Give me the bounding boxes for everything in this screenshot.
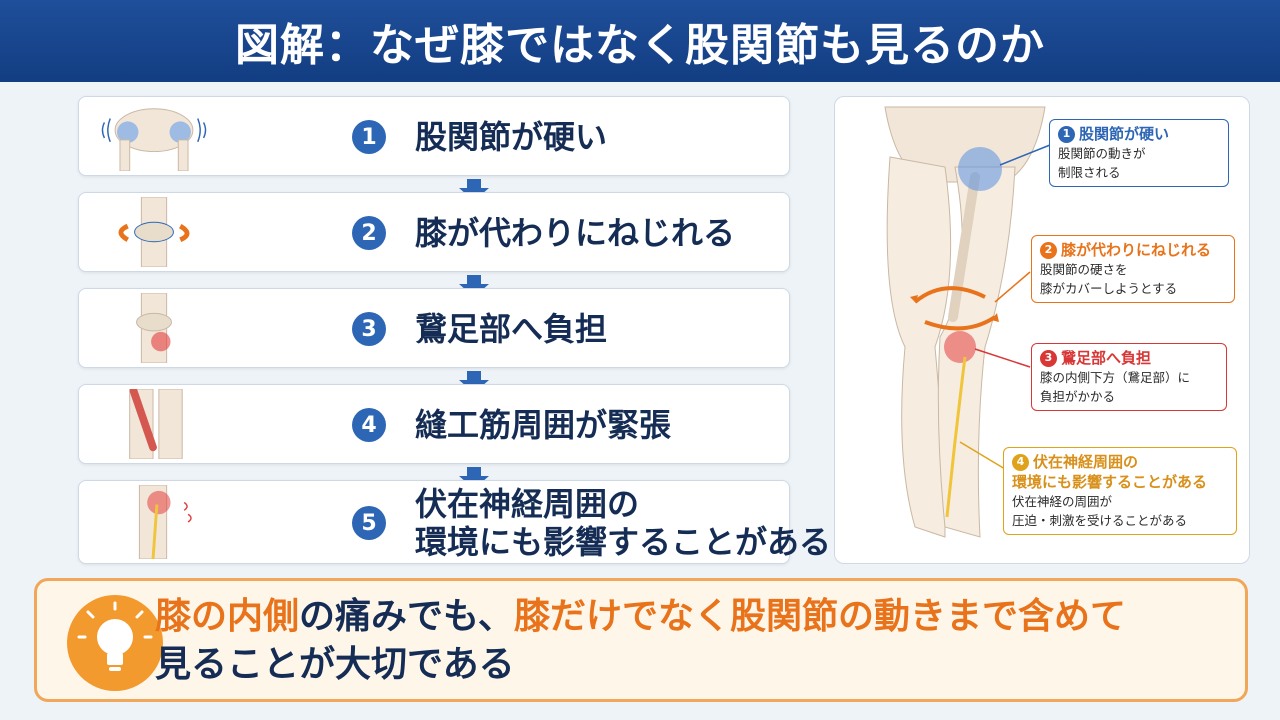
down-arrow-icon	[459, 179, 489, 201]
highlight-hip-movement: 膝だけでなく股関節の動きまで含めて	[513, 596, 1126, 637]
callout-saphenous-nerve: 4 伏在神経周囲の 環境にも影響することがある 伏在神経の周囲が 圧迫・刺激を受…	[1003, 447, 1237, 535]
callout-4-badge: 4	[1012, 453, 1029, 471]
callout-2-badge: 2	[1040, 241, 1057, 259]
callout-1-badge: 1	[1058, 125, 1075, 143]
step-5-text-line2: 環境にも影響することがある	[415, 523, 832, 561]
step-2-card: 2 膝が代わりにねじれる	[78, 192, 790, 272]
step-1-number: 1	[352, 120, 386, 154]
step-5-number: 5	[352, 506, 386, 540]
highlight-inner-knee: 膝の内側	[155, 596, 300, 637]
callout-1-body-line1: 股関節の動きが	[1058, 146, 1146, 161]
callout-4-title: 伏在神経周囲の	[1033, 453, 1139, 471]
pelvis-thumbnail	[89, 101, 219, 172]
step-4-card: 4 縫工筋周囲が緊張	[78, 384, 790, 464]
pes-anserinus-thumbnail	[89, 292, 219, 364]
callout-2-title: 膝が代わりにねじれる	[1061, 241, 1212, 259]
down-arrow-icon	[459, 467, 489, 489]
lightbulb-icon	[67, 595, 163, 691]
step-2-number: 2	[352, 216, 386, 250]
callout-3-body-line1: 膝の内側下方（鵞足部）に	[1040, 370, 1191, 385]
callout-knee-twist: 2 膝が代わりにねじれる 股関節の硬さを 膝がカバーしようとする	[1031, 235, 1235, 303]
callout-pes-anserinus: 3 鵞足部へ負担 膝の内側下方（鵞足部）に 負担がかかる	[1031, 343, 1227, 411]
step-4-number: 4	[352, 408, 386, 442]
step-4-text: 縫工筋周囲が緊張	[415, 406, 672, 444]
page-title: 図解：なぜ膝ではなく股関節も見るのか	[235, 20, 1045, 71]
conclusion-line2: 見ることが大切である	[155, 644, 515, 685]
down-arrow-icon	[459, 371, 489, 393]
callout-4-body-line1: 伏在神経の周囲が	[1012, 494, 1113, 509]
callout-3-body-line2: 負担がかかる	[1040, 389, 1116, 404]
callout-1-title: 股関節が硬い	[1079, 125, 1170, 143]
step-3-number: 3	[352, 312, 386, 346]
saphenous-nerve-thumbnail	[89, 484, 219, 560]
step-2-text: 膝が代わりにねじれる	[415, 214, 736, 252]
callout-2-body-line1: 股関節の硬さを	[1040, 262, 1128, 277]
legs-illustration	[884, 106, 1051, 538]
conclusion-line1-mid: の痛みでも、	[299, 596, 514, 637]
anatomy-figure-panel: 1 股関節が硬い 股関節の動きが 制限される 2 膝が代わりにねじれる 股関節の…	[834, 96, 1250, 564]
callout-3-badge: 3	[1040, 349, 1057, 367]
callout-4-title-line2: 環境にも影響することがある	[1012, 473, 1208, 491]
down-arrow-icon	[459, 275, 489, 297]
header-bar: 図解：なぜ膝ではなく股関節も見るのか	[0, 0, 1280, 82]
step-3-text: 鵞足部へ負担	[415, 310, 608, 348]
callout-3-title: 鵞足部へ負担	[1061, 349, 1152, 367]
sartorius-thumbnail	[89, 387, 219, 460]
callout-2-body-line2: 膝がカバーしようとする	[1040, 281, 1178, 296]
callout-4-body-line2: 圧迫・刺激を受けることがある	[1012, 513, 1188, 528]
step-5-card: 5 伏在神経周囲の 環境にも影響することがある	[78, 480, 831, 564]
conclusion-banner: 膝の内側の痛みでも、膝だけでなく股関節の動きまで含めて 見ることが大切である	[34, 578, 1248, 702]
conclusion-line1: 膝の内側の痛みでも、膝だけでなく股関節の動きまで含めて	[155, 595, 1126, 639]
step-1-text: 股関節が硬い	[415, 118, 608, 156]
callout-hip-stiff: 1 股関節が硬い 股関節の動きが 制限される	[1049, 119, 1229, 187]
step-3-card: 3 鵞足部へ負担	[78, 288, 790, 368]
step-5-text-line1: 伏在神経周囲の	[415, 485, 640, 523]
callout-1-body-line2: 制限される	[1058, 165, 1121, 180]
step-1-card: 1 股関節が硬い	[78, 96, 790, 176]
knee-twist-thumbnail	[89, 196, 219, 268]
